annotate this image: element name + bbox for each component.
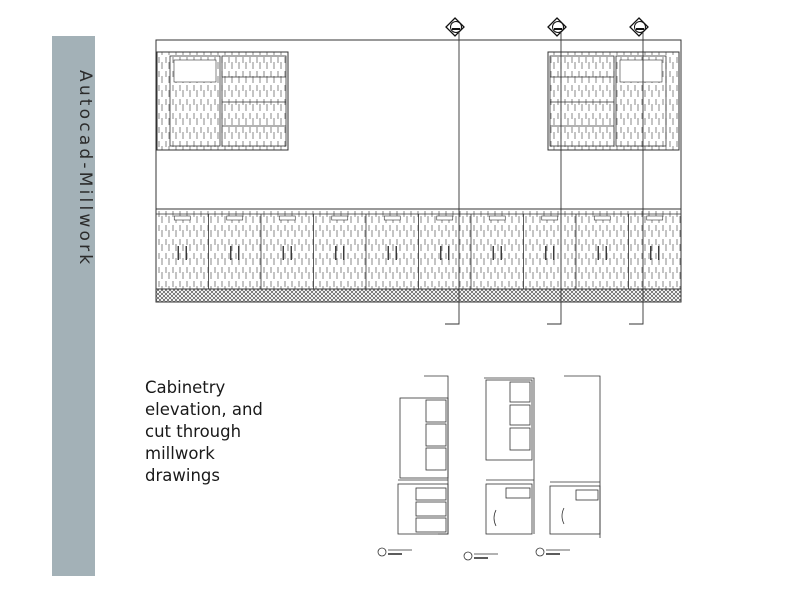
toe-kick bbox=[155, 288, 682, 303]
section-view-1 bbox=[377, 375, 449, 557]
caption-line: drawings bbox=[145, 466, 220, 485]
upper-cabinet-right bbox=[547, 51, 680, 151]
caption-line: Cabinetry bbox=[145, 378, 226, 397]
section-view-3 bbox=[535, 375, 601, 557]
section-markers bbox=[445, 17, 649, 325]
upper-cabinet-left bbox=[156, 51, 289, 151]
section-view-2 bbox=[463, 377, 535, 561]
caption-line: millwork bbox=[145, 444, 215, 463]
cabinetry-elevation-drawing bbox=[155, 17, 682, 325]
caption: Cabinetry elevation, and cut through mil… bbox=[145, 377, 305, 487]
caption-line: cut through bbox=[145, 422, 242, 441]
caption-line: elevation, and bbox=[145, 400, 263, 419]
base-cabinet-run bbox=[155, 208, 682, 290]
millwork-section-drawings bbox=[377, 375, 601, 561]
sidebar-band: Autocad-Millwork bbox=[52, 36, 95, 576]
sidebar-title: Autocad-Millwork bbox=[75, 70, 95, 268]
